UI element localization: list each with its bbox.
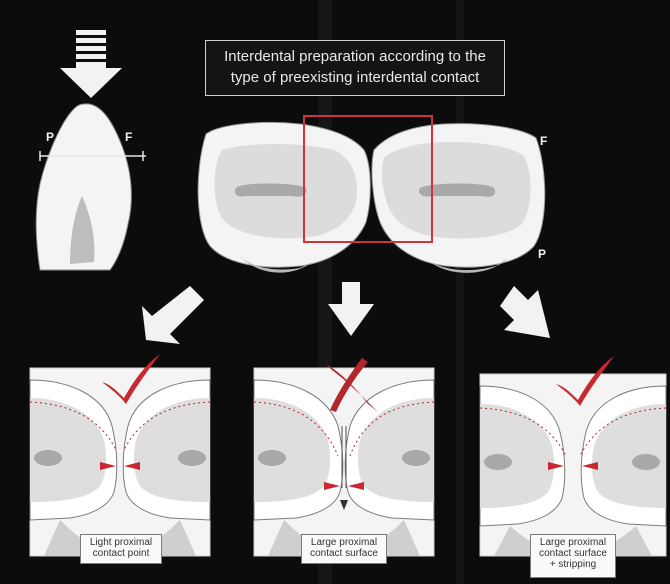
palatal-label: P <box>46 130 54 144</box>
caption-line: contact point <box>84 548 158 559</box>
caption-line: Large proximal <box>534 537 612 548</box>
caption-line: contact surface <box>305 548 383 559</box>
diagram-title: Interdental preparation according to the… <box>205 40 505 96</box>
caption-line: Light proximal <box>84 537 158 548</box>
panel-contact-stripping <box>480 374 666 556</box>
title-line-2: type of preexisting interdental contact <box>206 67 504 88</box>
caption-panel-1: Light proximal contact point <box>80 534 162 564</box>
caption-panel-2: Large proximal contact surface <box>301 534 387 564</box>
caption-line: contact surface <box>534 548 612 559</box>
caption-panel-3: Large proximal contact surface + strippi… <box>530 534 616 578</box>
caption-line: + stripping <box>534 559 612 570</box>
caption-line: Large proximal <box>305 537 383 548</box>
facial-label: F <box>125 130 132 144</box>
title-line-1: Interdental preparation according to the <box>206 46 504 67</box>
palatal-label-right: P <box>538 247 546 261</box>
facial-label-right: F <box>540 134 547 148</box>
